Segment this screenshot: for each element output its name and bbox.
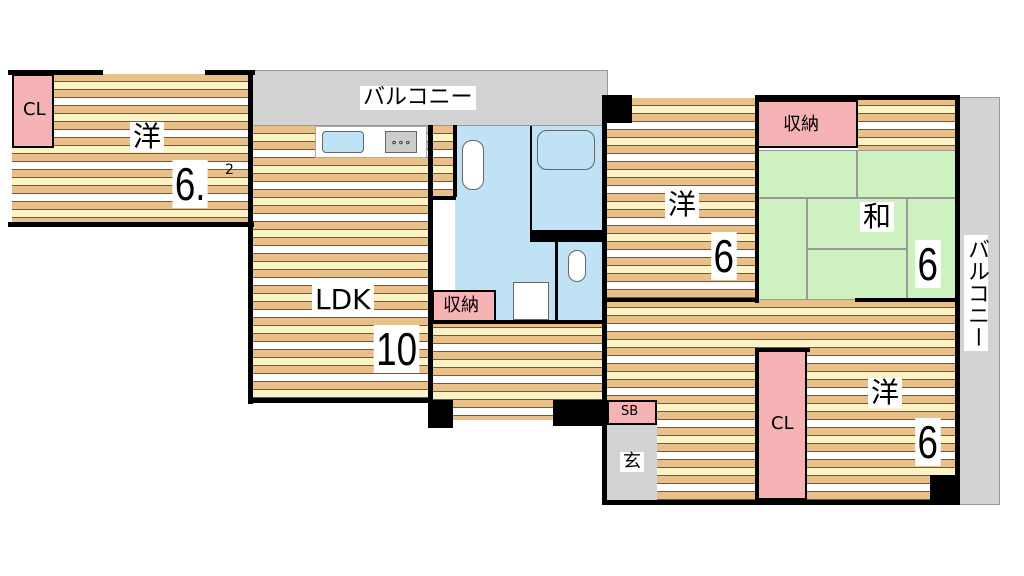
wall xyxy=(248,398,432,403)
wall xyxy=(8,222,254,227)
bathtub-icon xyxy=(537,130,595,170)
room-west2-type: 洋 xyxy=(665,190,700,220)
closet-2-label: CL xyxy=(771,413,794,434)
wall xyxy=(205,70,255,75)
wall xyxy=(428,320,603,324)
wall xyxy=(602,500,960,505)
wall xyxy=(8,70,103,75)
wall xyxy=(248,70,253,404)
wall xyxy=(930,475,958,503)
closet-1-label: CL xyxy=(23,99,46,120)
tatami-mat xyxy=(807,249,907,300)
closet-1 xyxy=(12,74,54,148)
toilet-icon xyxy=(568,250,586,282)
wall xyxy=(553,400,605,426)
wall xyxy=(602,95,607,505)
wall xyxy=(428,196,456,200)
wall xyxy=(428,125,433,425)
ldk-label: LDK xyxy=(312,285,374,315)
wall xyxy=(855,298,958,302)
genkan-label: 玄 xyxy=(620,452,644,472)
wa-closet-top xyxy=(858,98,958,150)
room-west3-size: 6 xyxy=(915,418,941,466)
room-west1-size: 6. xyxy=(172,160,208,208)
tatami-mat xyxy=(757,198,807,300)
room-west1-type: 洋 xyxy=(130,122,165,152)
ldk-size: 10 xyxy=(373,325,420,373)
shoe-box xyxy=(607,400,657,425)
room-wa-size: 6 xyxy=(915,240,941,288)
wall xyxy=(755,348,759,503)
wall xyxy=(607,298,757,302)
wall xyxy=(428,400,453,428)
wall xyxy=(755,95,759,303)
room-west2-size: 6 xyxy=(711,232,737,280)
wall xyxy=(755,95,960,100)
tatami-mat xyxy=(757,150,857,198)
room-west1-size-decimal: 2 xyxy=(225,162,234,178)
room-west3-type: 洋 xyxy=(868,378,903,408)
wall xyxy=(530,230,602,242)
balcony-right-label: バルコニー xyxy=(964,235,989,351)
washbasin-icon xyxy=(462,140,484,190)
washing-machine-pan xyxy=(513,282,549,320)
shoe-box-label: SB xyxy=(621,404,639,419)
wall xyxy=(602,95,632,123)
wall xyxy=(755,348,810,352)
tatami-mat xyxy=(857,150,958,198)
storage-2-label: 収納 xyxy=(783,114,819,135)
storage-1-label: 収納 xyxy=(443,295,479,316)
sink-icon xyxy=(322,131,364,153)
balcony-top-label: バルコニー xyxy=(360,86,476,110)
stove-icon: ∘∘∘ xyxy=(385,131,417,153)
room-wa-type: 和 xyxy=(860,202,895,232)
wall xyxy=(453,125,457,197)
